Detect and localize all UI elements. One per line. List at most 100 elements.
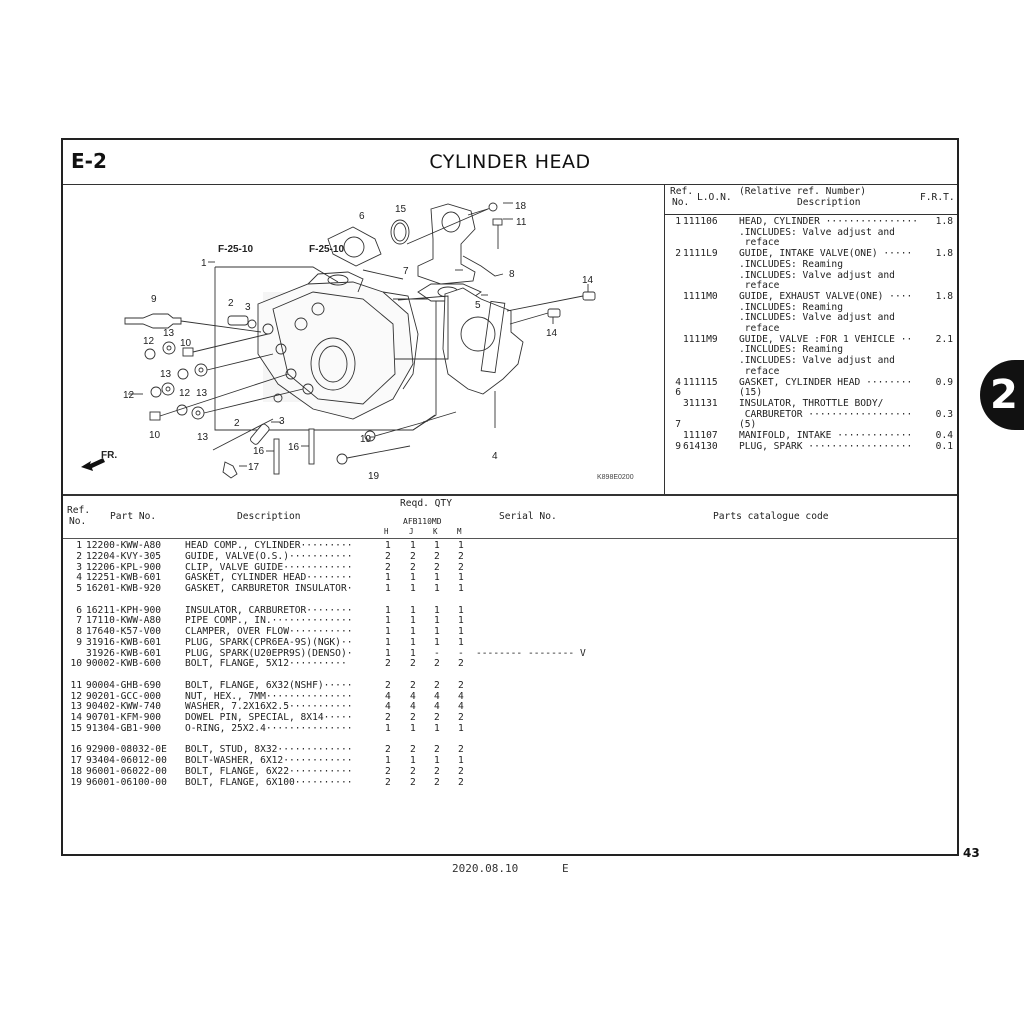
qty-m: 2 (458, 550, 464, 562)
part-no: 90201-GCC-000 (86, 690, 162, 702)
frt-row: reface (665, 365, 957, 378)
frt-header-no: No. (672, 197, 690, 208)
frt-desc: GUIDE, EXHAUST VALVE(ONE) ···· (739, 290, 913, 302)
frt-desc: PLUG, SPARK ·················· (739, 440, 913, 452)
qty-m: 2 (458, 744, 464, 756)
qty-m: 1 (458, 626, 464, 637)
description: CLAMPER, OVER FLOW··········· (185, 626, 353, 637)
frt-desc: reface (739, 280, 780, 292)
description: BOLT, STUD, 8X32············· (185, 744, 353, 756)
callout-4: 4 (492, 451, 498, 462)
qty-h: 2 (385, 744, 391, 756)
description: PLUG, SPARK(CPR6EA-9S)(NGK)·· (185, 636, 353, 648)
frt-ref: 7 (675, 419, 681, 431)
description: BOLT, FLANGE, 6X100·········· (185, 776, 353, 788)
qty-j: 2 (410, 679, 416, 691)
frt-ref: 6 (675, 387, 681, 399)
parts-table: Ref. No. Part No. Description Reqd. QTY … (63, 494, 957, 854)
frt-desc: .INCLUDES: Reaming (739, 301, 843, 313)
footer-lang: E (562, 862, 569, 875)
qty-m: 1 (458, 722, 464, 734)
qty-m: 2 (458, 776, 464, 788)
qty-k: 1 (434, 626, 440, 637)
header-catalogue-code: Parts catalogue code (713, 511, 829, 522)
qty-m: 1 (458, 615, 464, 627)
frt-desc: reface (739, 365, 780, 377)
cross-ref-label: F-25-10 (309, 244, 344, 255)
frt-header-ref: Ref. (670, 186, 694, 197)
frt-row: .INCLUDES: Reaming (665, 301, 957, 314)
frt-row: .INCLUDES: Reaming (665, 345, 957, 356)
header-ref: Ref. (67, 505, 91, 516)
ref-no: 10 (70, 658, 82, 670)
part-no: 31926-KWB-601 (86, 647, 162, 659)
qty-m: 1 (458, 755, 464, 766)
qty-h: 1 (385, 583, 391, 594)
qty-k: 4 (434, 690, 440, 702)
front-label: FR. (101, 450, 117, 461)
frt-header-desc: Description (797, 197, 861, 208)
frt-desc: .INCLUDES: Reaming (739, 258, 843, 270)
qty-k: 4 (434, 701, 440, 713)
qty-j: 2 (410, 561, 416, 573)
qty-j: 1 (410, 540, 416, 551)
ref-no: 7 (76, 615, 82, 627)
qty-h: 1 (385, 755, 391, 766)
qty-h: 2 (385, 776, 391, 788)
section-code: E-2 (71, 149, 107, 173)
ref-no: 18 (70, 765, 82, 777)
qty-k: 1 (434, 722, 440, 734)
qty-m: 2 (458, 679, 464, 691)
frt-desc: (15) (739, 387, 763, 399)
frt-lon: 1111M9 (683, 333, 718, 345)
description: WASHER, 7.2X16X2.5··········· (185, 701, 353, 713)
callout-13b: 13 (160, 369, 172, 380)
diagram-drawing: FR. F-25-10 F-25-10 1 2 3 2 3 4 5 6 7 8 … (81, 201, 634, 482)
frt-frt: 0.1 (935, 440, 953, 452)
qty-m: 1 (458, 540, 464, 551)
part-no: 16211-KPH-900 (86, 604, 162, 616)
part-no: 92900-08032-0E (86, 744, 167, 756)
ref-no: 17 (70, 755, 82, 766)
header-col-h: H (384, 527, 389, 536)
ref-no: 8 (76, 626, 82, 637)
frt-ref: 1 (675, 216, 681, 227)
callout-13c: 13 (196, 388, 208, 399)
page-number: 43 (963, 846, 980, 860)
frt-desc: INSULATOR, THROTTLE BODY/ (739, 397, 884, 409)
qty-j: 1 (410, 604, 416, 616)
qty-k: - (434, 647, 440, 659)
frt-desc: .INCLUDES: Valve adjust and (739, 226, 895, 238)
qty-j: 2 (410, 550, 416, 562)
callout-17: 17 (248, 462, 260, 473)
callout-14b: 14 (546, 328, 558, 339)
frt-desc: .INCLUDES: Valve adjust and (739, 355, 895, 367)
frt-desc: HEAD, CYLINDER ················ (739, 216, 919, 227)
qty-m: - (458, 647, 464, 659)
qty-j: 2 (410, 776, 416, 788)
description: PIPE COMP., IN.·············· (185, 615, 353, 627)
qty-h: 1 (385, 636, 391, 648)
header-col-k: K (433, 527, 438, 536)
frt-lon: 311131 (683, 397, 718, 409)
ref-no: 19 (70, 776, 82, 788)
part-no: 12251-KWB-601 (86, 572, 162, 584)
qty-m: 2 (458, 658, 464, 670)
qty-j: 1 (410, 626, 416, 637)
part-no: 93404-06012-00 (86, 755, 167, 766)
ref-no: 12 (70, 690, 82, 702)
qty-m: 1 (458, 583, 464, 594)
frt-header-frt: F.R.T. (920, 192, 955, 203)
callout-16b: 16 (288, 442, 300, 453)
part-no: 12200-KWW-A80 (86, 540, 162, 551)
qty-k: 1 (434, 615, 440, 627)
